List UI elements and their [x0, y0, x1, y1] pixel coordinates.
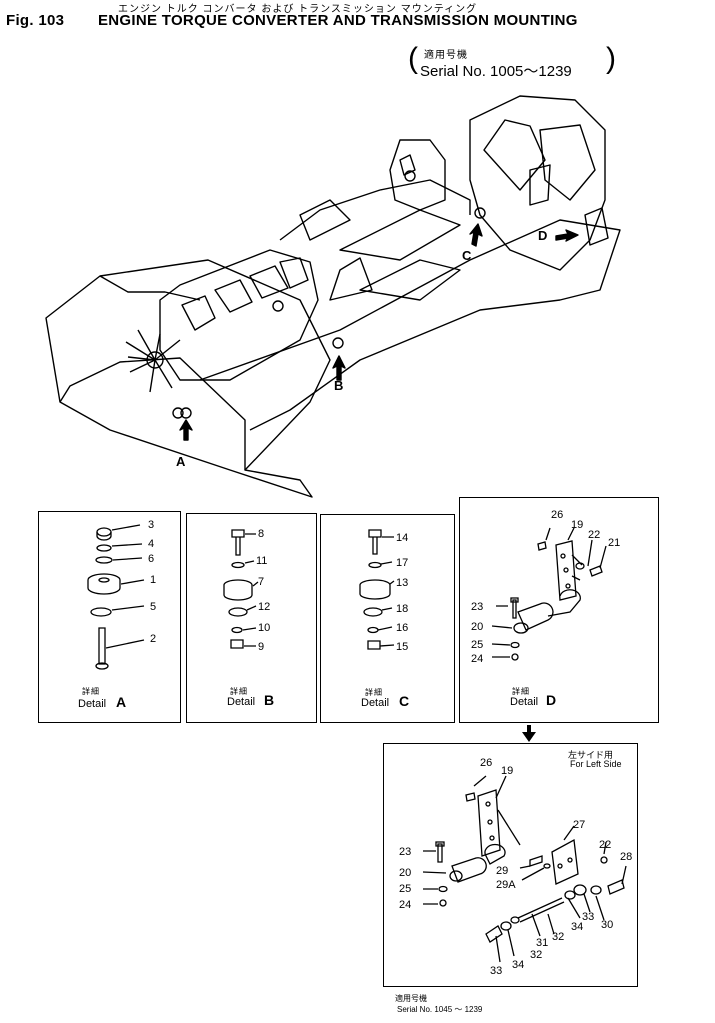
detail-b-part-7: 7 — [258, 576, 264, 588]
detail-c-jp: 詳細 — [365, 687, 383, 697]
detail-a-panel — [38, 511, 181, 723]
left-side-part-22: 22 — [599, 839, 611, 851]
left-side-part-32a: 32 — [552, 931, 564, 943]
left-side-panel — [383, 743, 638, 987]
applicable-models-jp: 適用号機 — [424, 50, 468, 61]
paren-close: ) — [606, 42, 616, 75]
left-side-part-29a: 29A — [496, 879, 516, 891]
detail-b-jp: 詳細 — [230, 686, 248, 696]
detail-c-panel — [320, 514, 455, 723]
left-side-part-33b: 33 — [490, 965, 502, 977]
detail-a-part-1: 1 — [150, 574, 156, 586]
detail-b-part-8: 8 — [258, 528, 264, 540]
left-side-part-26: 26 — [480, 757, 492, 769]
left-side-jp: 左サイド用 — [568, 750, 614, 760]
left-side-part-33a: 33 — [582, 911, 594, 923]
detail-c-part-14: 14 — [396, 532, 408, 544]
detail-d-part-26: 26 — [551, 509, 563, 521]
detail-c-part-17: 17 — [396, 557, 408, 569]
detail-d-caption: Detail — [510, 696, 538, 708]
detail-c-letter: C — [399, 693, 409, 709]
left-side-applic-jp: 適用号機 — [395, 994, 427, 1003]
left-side-part-34a: 34 — [571, 921, 583, 933]
detail-d-part-20: 20 — [471, 621, 483, 633]
detail-a-part-5: 5 — [150, 601, 156, 613]
detail-b-part-10: 10 — [258, 622, 270, 634]
detail-b-letter: B — [264, 692, 274, 708]
down-arrow-icon — [522, 725, 536, 742]
left-side-part-31: 31 — [536, 937, 548, 949]
detail-c-part-18: 18 — [396, 603, 408, 615]
detail-c-caption: Detail — [361, 697, 389, 709]
detail-a-letter: A — [116, 694, 126, 710]
left-side-part-28: 28 — [620, 851, 632, 863]
serial-range: Serial No. 1005～1239 — [420, 63, 572, 80]
detail-c-part-13: 13 — [396, 577, 408, 589]
figure-title: ENGINE TORQUE CONVERTER AND TRANSMISSION… — [98, 12, 578, 29]
left-side-part-34b: 34 — [512, 959, 524, 971]
marker-a: A — [176, 454, 186, 469]
detail-c-part-15: 15 — [396, 641, 408, 653]
paren-open: ( — [408, 42, 418, 75]
marker-c: C — [462, 248, 472, 263]
left-side-part-25: 25 — [399, 883, 411, 895]
detail-a-part-6: 6 — [148, 553, 154, 565]
left-side-part-23: 23 — [399, 846, 411, 858]
detail-a-jp: 詳細 — [82, 686, 100, 696]
detail-b-part-9: 9 — [258, 641, 264, 653]
detail-d-part-23: 23 — [471, 601, 483, 613]
detail-c-part-16: 16 — [396, 622, 408, 634]
left-side-part-27: 27 — [573, 819, 585, 831]
left-side-caption: For Left Side — [570, 759, 622, 769]
detail-b-part-12: 12 — [258, 601, 270, 613]
detail-a-part-3: 3 — [148, 519, 154, 531]
detail-a-caption: Detail — [78, 698, 106, 710]
detail-b-caption: Detail — [227, 696, 255, 708]
left-side-part-24: 24 — [399, 899, 411, 911]
detail-d-panel — [459, 497, 659, 723]
figure-number: Fig. 103 — [6, 12, 65, 29]
detail-a-part-4: 4 — [148, 538, 154, 550]
detail-b-part-11: 11 — [256, 555, 267, 567]
detail-d-jp: 詳細 — [512, 686, 530, 696]
left-side-part-29: 29 — [496, 865, 508, 877]
detail-d-part-21: 21 — [608, 537, 620, 549]
detail-d-part-25: 25 — [471, 639, 483, 651]
left-side-part-20: 20 — [399, 867, 411, 879]
detail-d-part-22: 22 — [588, 529, 600, 541]
marker-d: D — [538, 228, 547, 243]
detail-d-part-24: 24 — [471, 653, 483, 665]
left-side-part-32b: 32 — [530, 949, 542, 961]
japanese-title: エンジン トルク コンバータ および トランスミッション マウンティング — [118, 4, 478, 15]
detail-a-part-2: 2 — [150, 633, 156, 645]
left-side-serial: Serial No. 1045 ～ 1239 — [397, 1005, 483, 1014]
left-side-part-30: 30 — [601, 919, 613, 931]
detail-b-panel — [186, 513, 317, 723]
detail-d-part-19: 19 — [571, 519, 583, 531]
left-side-part-19: 19 — [501, 765, 513, 777]
detail-d-letter: D — [546, 692, 556, 708]
marker-b: B — [334, 378, 343, 393]
